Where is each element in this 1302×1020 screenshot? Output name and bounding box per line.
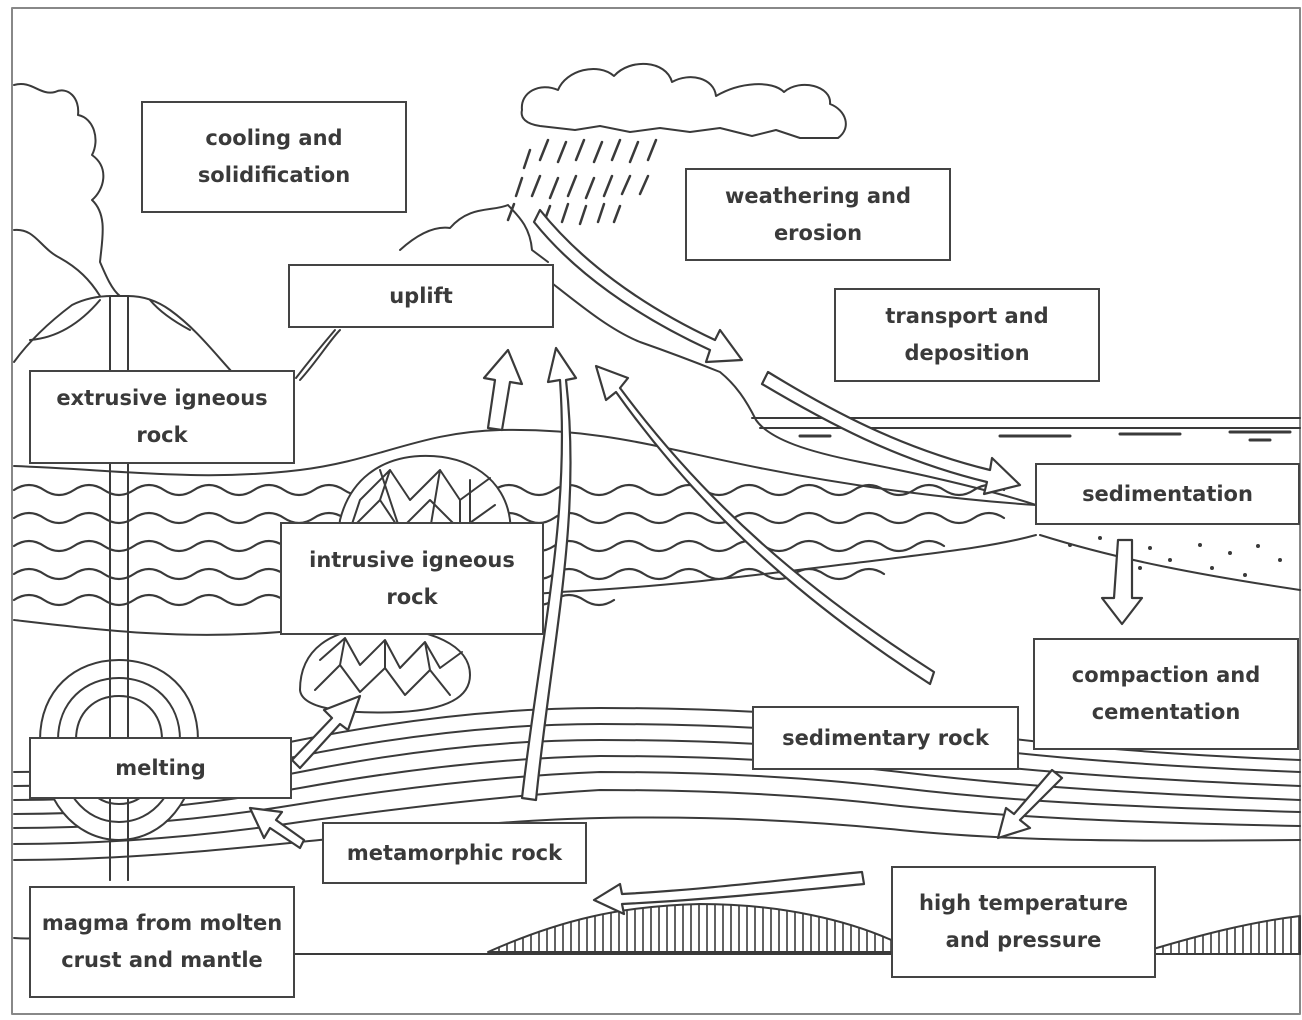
label-metamorphic-rock: metamorphic rock xyxy=(322,822,587,884)
label-sedimentation: sedimentation xyxy=(1035,463,1300,525)
label-compaction-cementation: compaction and cementation xyxy=(1033,638,1299,750)
cloud xyxy=(520,63,847,139)
label-sedimentary-rock: sedimentary rock xyxy=(752,706,1019,770)
volcano xyxy=(13,295,233,373)
arrow-metamorphic-uplift xyxy=(520,346,578,802)
label-weathering-erosion: weathering and erosion xyxy=(685,168,951,261)
smoke-plume xyxy=(13,83,121,297)
arrow-weathering xyxy=(532,208,744,364)
label-melting: melting xyxy=(29,737,292,799)
label-high-temperature-pressure: high temperature and pressure xyxy=(891,866,1156,978)
sediment-stipple xyxy=(1068,536,1282,577)
label-magma-molten-crust-mantle: magma from molten crust and mantle xyxy=(29,886,295,998)
arrow-compaction-down xyxy=(996,768,1064,840)
hatched-hill-left xyxy=(487,903,901,953)
arrow-sedimentary-uplift xyxy=(594,364,936,686)
label-extrusive-igneous-rock: extrusive igneous rock xyxy=(29,370,295,464)
lower-layer-bottom xyxy=(13,816,1301,861)
label-intrusive-igneous-rock: intrusive igneous rock xyxy=(280,522,544,635)
mountain xyxy=(299,204,549,381)
label-uplift: uplift xyxy=(288,264,554,328)
arrow-metamorphic-melting xyxy=(248,806,306,850)
hatched-hill-right xyxy=(1149,915,1301,955)
rain xyxy=(506,138,658,226)
label-cooling-solidification: cooling and solidification xyxy=(141,101,407,213)
frame xyxy=(11,7,1301,1015)
arrow-heat-pressure xyxy=(592,870,866,916)
arrow-sedimentation-down xyxy=(1100,538,1144,626)
arrow-melting-intrusion xyxy=(290,694,362,770)
arrow-transport xyxy=(760,370,1022,496)
process-arrows xyxy=(248,208,1144,916)
arrow-uplift-short xyxy=(482,348,524,432)
label-transport-deposition: transport and deposition xyxy=(834,288,1100,382)
